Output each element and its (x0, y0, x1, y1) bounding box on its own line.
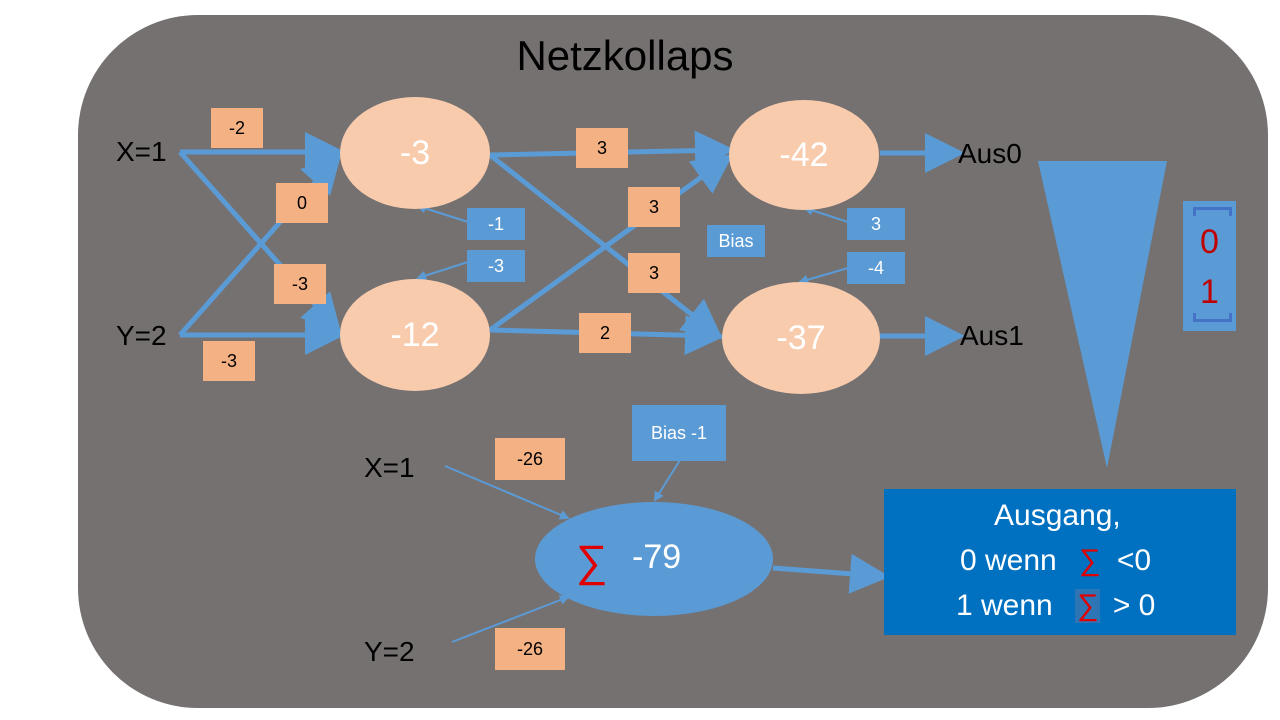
output-label-aus0: Aus0 (958, 138, 1022, 169)
weight-y-h2: -3 (203, 341, 255, 381)
bias-h2: -3 (467, 250, 525, 282)
weight-x-h1: -2 (211, 108, 263, 148)
hidden-node-top: -3 (340, 97, 490, 209)
output-rule-one-sigma-icon: ∑ (1075, 589, 1101, 623)
weight-h1-o1: 3 (576, 128, 628, 168)
collapsed-bias: Bias -1 (632, 405, 726, 461)
output-rule-box: Ausgang, 0 wenn ∑ <0 1 wenn ∑ > 0 (884, 489, 1236, 635)
collapsed-weight-y: -26 (495, 628, 565, 670)
weight-h1-o2: 3 (628, 253, 680, 293)
page-title: Netzkollaps (516, 32, 734, 79)
bias-o2: -4 (847, 252, 905, 284)
vector-bracket-top (1193, 207, 1232, 216)
collapsed-input-x: X=1 (364, 452, 415, 483)
output-vector: 0 1 (1183, 201, 1236, 331)
weight-y-h1: 0 (276, 183, 328, 223)
sum-value: -79 (632, 538, 682, 576)
vector-value-bottom: 1 (1200, 273, 1219, 311)
bias-o1: 3 (847, 208, 905, 240)
output-rule-zero-cond: <0 (1116, 544, 1152, 577)
weight-x-h2: -3 (274, 264, 326, 304)
hidden-node-bottom: -12 (340, 279, 490, 391)
bias-label: Bias (707, 225, 765, 257)
output-rule-zero-sigma-icon: ∑ (1079, 544, 1101, 577)
output-label-aus1: Aus1 (960, 320, 1024, 351)
output-rule-zero: 0 wenn ∑ <0 (960, 544, 1151, 578)
weight-h2-o1: 3 (628, 187, 680, 227)
collapsed-weight-x: -26 (495, 438, 565, 480)
vector-bracket-bottom (1193, 313, 1232, 322)
input-x-label: X=1 (116, 136, 167, 167)
output-rule-one-text: 1 wenn (956, 589, 1053, 622)
sum-sigma-icon: ∑ (576, 537, 608, 586)
sum-node (535, 502, 773, 616)
output-rule-one-cond: > 0 (1112, 589, 1156, 622)
vector-value-top: 0 (1200, 223, 1219, 261)
weight-h2-o2: 2 (579, 313, 631, 353)
collapsed-input-y: Y=2 (364, 636, 415, 667)
output-node-bottom: -37 (722, 282, 880, 394)
input-y-label: Y=2 (116, 320, 167, 351)
output-rule-title: Ausgang, (994, 499, 1121, 532)
output-rule-zero-text: 0 wenn (960, 544, 1057, 577)
bias-h1: -1 (467, 208, 525, 240)
output-node-top: -42 (729, 100, 879, 210)
output-rule-one: 1 wenn ∑ > 0 (956, 589, 1155, 623)
